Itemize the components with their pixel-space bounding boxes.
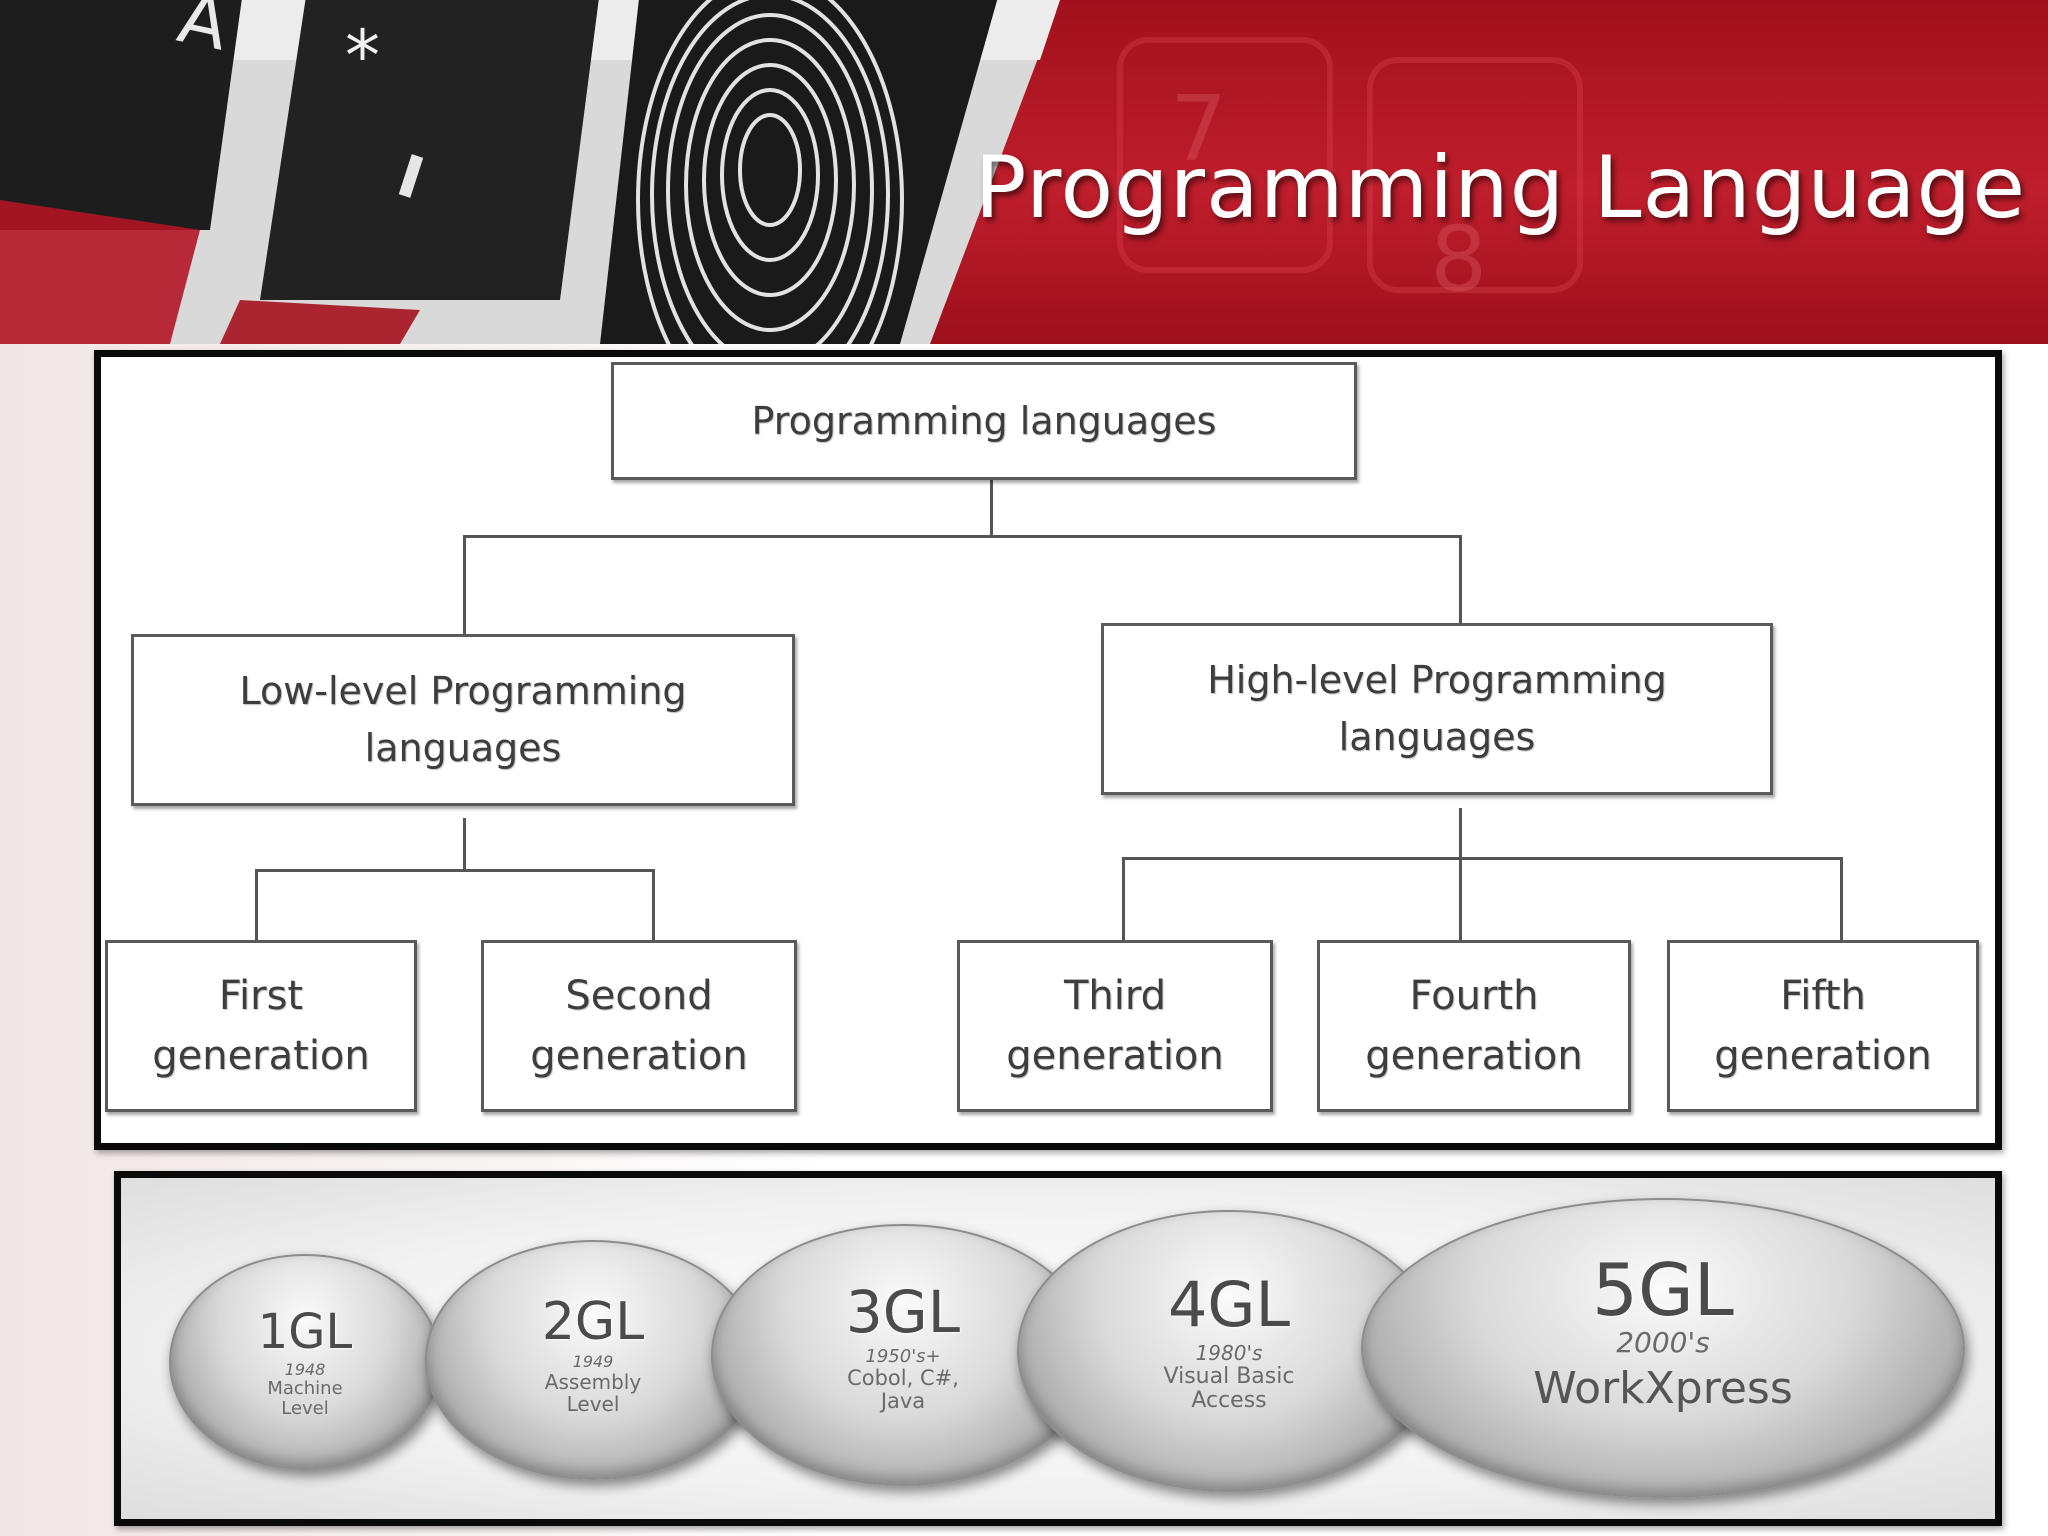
second-generation-line2: generation	[530, 1033, 748, 1079]
connector-first-drop	[255, 869, 258, 941]
level-disc-3gl-desc2: Java	[880, 1389, 926, 1414]
connector-root-stem	[990, 480, 993, 537]
low-level-label-line2: languages	[364, 726, 562, 770]
level-disc-4gl-code: 4GL	[1167, 1268, 1291, 1341]
root-node-label: Programming languages	[751, 398, 1217, 443]
level-disc-5gl-year: 2000's	[1616, 1326, 1710, 1359]
keyboard-fingerprint-illustration: A * 7 8	[0, 0, 1583, 344]
connector-level-bar	[463, 535, 1462, 538]
level-disc-1gl-code: 1GL	[257, 1304, 353, 1360]
fifth-generation-node: Fifth generation	[1667, 940, 1979, 1112]
low-level-label-line1: Low-level Programming	[239, 669, 687, 713]
connector-low-stem	[463, 818, 466, 870]
connector-low-bar	[255, 869, 655, 872]
fifth-generation-line2: generation	[1714, 1033, 1932, 1079]
connector-low-drop	[463, 535, 466, 635]
third-generation-line1: Third	[1063, 973, 1167, 1019]
header-banner: A * 7 8 Programming Language	[0, 0, 2048, 344]
fourth-generation-line1: Fourth	[1409, 973, 1539, 1019]
connector-fifth-drop	[1840, 857, 1843, 941]
level-disc-1gl: 1GL 1948 Machine Level	[169, 1254, 441, 1470]
level-disc-1gl-desc2: Level	[281, 1397, 329, 1419]
level-disc-5gl: 5GL 2000's WorkXpress	[1361, 1198, 1965, 1498]
connector-high-drop	[1459, 535, 1462, 625]
level-disc-3gl-code: 3GL	[845, 1278, 961, 1346]
level-disc-4gl-desc1: Visual Basic	[1163, 1364, 1295, 1389]
svg-text:*: *	[345, 15, 380, 97]
connector-third-drop	[1122, 857, 1125, 941]
connector-fourth-drop	[1459, 857, 1462, 941]
connector-second-drop	[652, 869, 655, 941]
level-disc-4gl: 4GL 1980's Visual Basic Access	[1017, 1210, 1441, 1492]
fifth-generation-line1: Fifth	[1780, 973, 1866, 1019]
level-disc-3gl-desc1: Cobol, C#,	[847, 1366, 959, 1390]
first-generation-node: First generation	[105, 940, 417, 1112]
level-disc-4gl-year: 1980's	[1195, 1341, 1263, 1365]
high-level-node: High-level Programming languages	[1101, 623, 1773, 795]
generation-levels-panel: 1GL 1948 Machine Level 2GL 1949 Assembly…	[114, 1171, 2002, 1526]
level-disc-1gl-desc1: Machine	[267, 1378, 343, 1399]
hierarchy-diagram: Programming languages Low-level Programm…	[94, 350, 2002, 1150]
svg-text:7: 7	[1170, 77, 1227, 182]
level-disc-2gl-year: 1949	[572, 1352, 614, 1371]
level-disc-5gl-code: 5GL	[1592, 1248, 1734, 1332]
fourth-generation-node: Fourth generation	[1317, 940, 1631, 1112]
high-level-label-line2: languages	[1338, 715, 1536, 759]
svg-text:8: 8	[1430, 207, 1487, 312]
level-disc-2gl-desc2: Level	[566, 1392, 620, 1416]
low-level-node: Low-level Programming languages	[131, 634, 795, 806]
root-node: Programming languages	[611, 362, 1357, 480]
level-disc-2gl-desc1: Assembly	[544, 1370, 642, 1394]
slide-title: Programming Language	[974, 138, 2026, 238]
connector-high-bar	[1122, 857, 1843, 860]
high-level-label-line1: High-level Programming	[1207, 658, 1667, 702]
third-generation-line2: generation	[1006, 1033, 1224, 1079]
fourth-generation-line2: generation	[1365, 1033, 1583, 1079]
connector-high-stem	[1459, 808, 1462, 858]
second-generation-line1: Second	[565, 973, 713, 1019]
level-disc-2gl: 2GL 1949 Assembly Level	[425, 1240, 761, 1480]
second-generation-node: Second generation	[481, 940, 797, 1112]
first-generation-line1: First	[218, 973, 304, 1019]
level-disc-5gl-desc1: WorkXpress	[1533, 1363, 1793, 1414]
level-disc-3gl-year: 1950's+	[865, 1346, 941, 1367]
level-disc-1gl-year: 1948	[284, 1360, 326, 1379]
first-generation-line2: generation	[152, 1033, 370, 1079]
level-disc-2gl-code: 2GL	[541, 1292, 645, 1352]
level-disc-4gl-desc2: Access	[1191, 1388, 1267, 1414]
third-generation-node: Third generation	[957, 940, 1273, 1112]
